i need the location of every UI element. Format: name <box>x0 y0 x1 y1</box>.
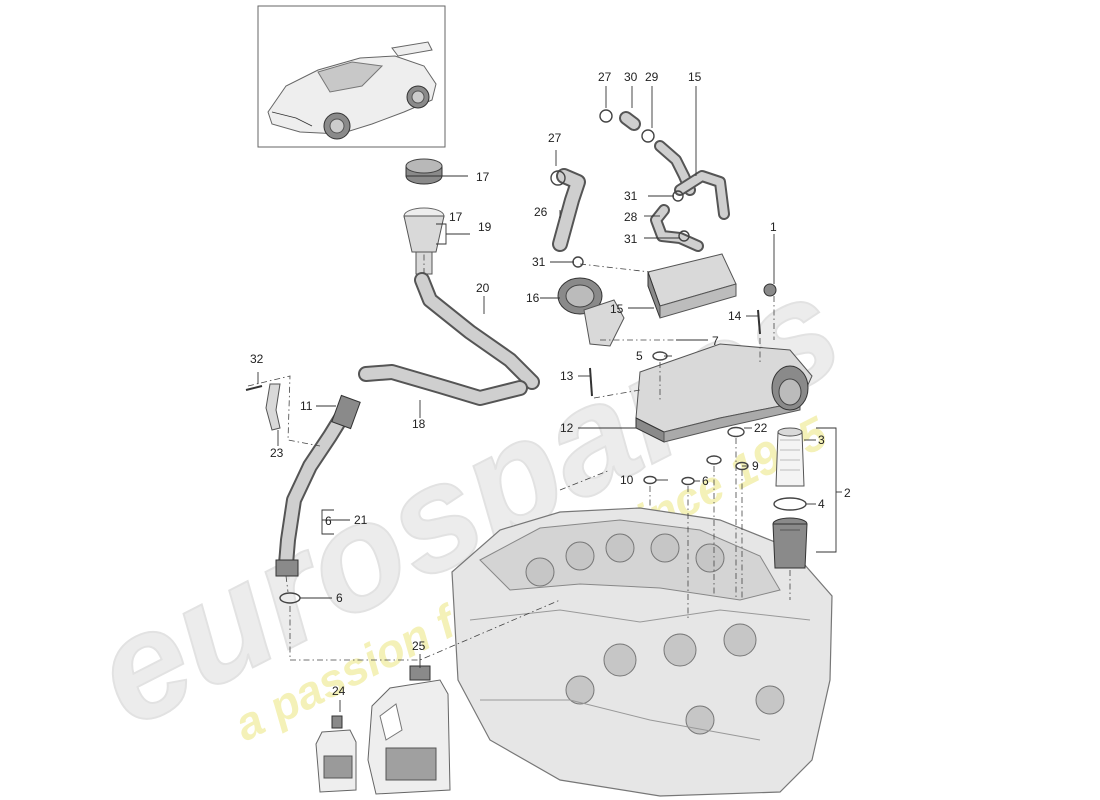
oil-can-icon <box>367 665 451 795</box>
callout-17: 17 <box>449 210 463 224</box>
callout-14: 14 <box>728 309 742 323</box>
callout-6: 6 <box>325 514 332 528</box>
callout-23: 23 <box>270 446 284 460</box>
callout-22: 22 <box>754 421 768 435</box>
callout-4: 4 <box>818 497 825 511</box>
callout-29: 29 <box>645 70 659 84</box>
callout-17: 17 <box>476 170 490 184</box>
oil-filler-assembly <box>403 158 445 275</box>
callout-16: 16 <box>526 291 540 305</box>
callout-27: 27 <box>598 70 612 84</box>
callout-31: 31 <box>624 189 638 203</box>
callout-numbers: 17 17 19 20 18 11 32 23 6 21 6 24 25 26 … <box>250 70 851 698</box>
callout-30: 30 <box>624 70 638 84</box>
callout-1: 1 <box>770 220 777 234</box>
callout-31: 31 <box>532 255 546 269</box>
callout-19: 19 <box>478 220 492 234</box>
callout-13: 13 <box>560 369 574 383</box>
leader-lines <box>257 86 842 712</box>
oil-filter-parts <box>772 427 808 569</box>
callout-20: 20 <box>476 281 490 295</box>
callout-7: 7 <box>712 334 719 348</box>
callout-31: 31 <box>624 232 638 246</box>
oil-filter-housing <box>635 283 813 443</box>
assembly-lines <box>247 252 791 661</box>
callout-10: 10 <box>620 473 634 487</box>
engine-block-icon <box>451 507 833 797</box>
callout-24: 24 <box>332 684 346 698</box>
callout-32: 32 <box>250 352 264 366</box>
callout-15: 15 <box>688 70 702 84</box>
callout-26: 26 <box>534 205 548 219</box>
oil-separator <box>557 277 625 347</box>
callout-9: 9 <box>752 459 759 473</box>
callout-11: 11 <box>300 399 313 413</box>
oil-bottle-icon <box>315 715 357 793</box>
callout-28: 28 <box>624 210 638 224</box>
callout-18: 18 <box>412 417 426 431</box>
callout-15: 15 <box>610 302 624 316</box>
callout-2: 2 <box>844 486 851 500</box>
callout-27: 27 <box>548 131 562 145</box>
callout-25: 25 <box>412 639 426 653</box>
oil-cooler <box>647 253 737 319</box>
callout-12: 12 <box>560 421 574 435</box>
sports-car-icon <box>267 41 437 140</box>
callout-3: 3 <box>818 433 825 447</box>
callout-21: 21 <box>354 513 368 527</box>
callout-6: 6 <box>336 591 343 605</box>
callout-5: 5 <box>636 349 643 363</box>
car-thumbnail <box>257 5 446 148</box>
callout-6: 6 <box>702 474 709 488</box>
